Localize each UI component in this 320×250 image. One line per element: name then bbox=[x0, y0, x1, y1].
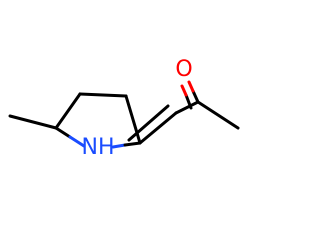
bond-carbonyl-o-a-red bbox=[187, 80, 195, 93]
bond-n-c5-segment bbox=[68, 135, 86, 148]
oxygen-atom-label: O bbox=[175, 57, 192, 82]
bond-c5-n bbox=[54, 126, 72, 139]
bond-c2-n bbox=[123, 141, 142, 147]
structure-svg: O NH bbox=[8, 57, 240, 160]
bond-c2-exo-double-b bbox=[127, 104, 170, 142]
bond-c5-c4 bbox=[54, 92, 82, 130]
bond-vinyl-carbonyl bbox=[174, 100, 200, 115]
bond-n-c2-segment bbox=[111, 143, 127, 149]
bond-c4-c3 bbox=[78, 92, 128, 98]
bond-carbonyl-o-a-black bbox=[191, 89, 200, 104]
nitrogen-atom-label: NH bbox=[82, 135, 115, 160]
bond-c3-c2 bbox=[124, 94, 142, 145]
bond-c5-methyl bbox=[8, 114, 58, 130]
bond-c2-exo-double-a bbox=[138, 111, 178, 145]
bond-carbonyl-o-b-black bbox=[184, 93, 193, 110]
molecule-diagram: O NH bbox=[8, 57, 240, 160]
bond-carbonyl-methyl bbox=[196, 100, 240, 130]
bond-carbonyl-o-b-red bbox=[180, 84, 188, 97]
